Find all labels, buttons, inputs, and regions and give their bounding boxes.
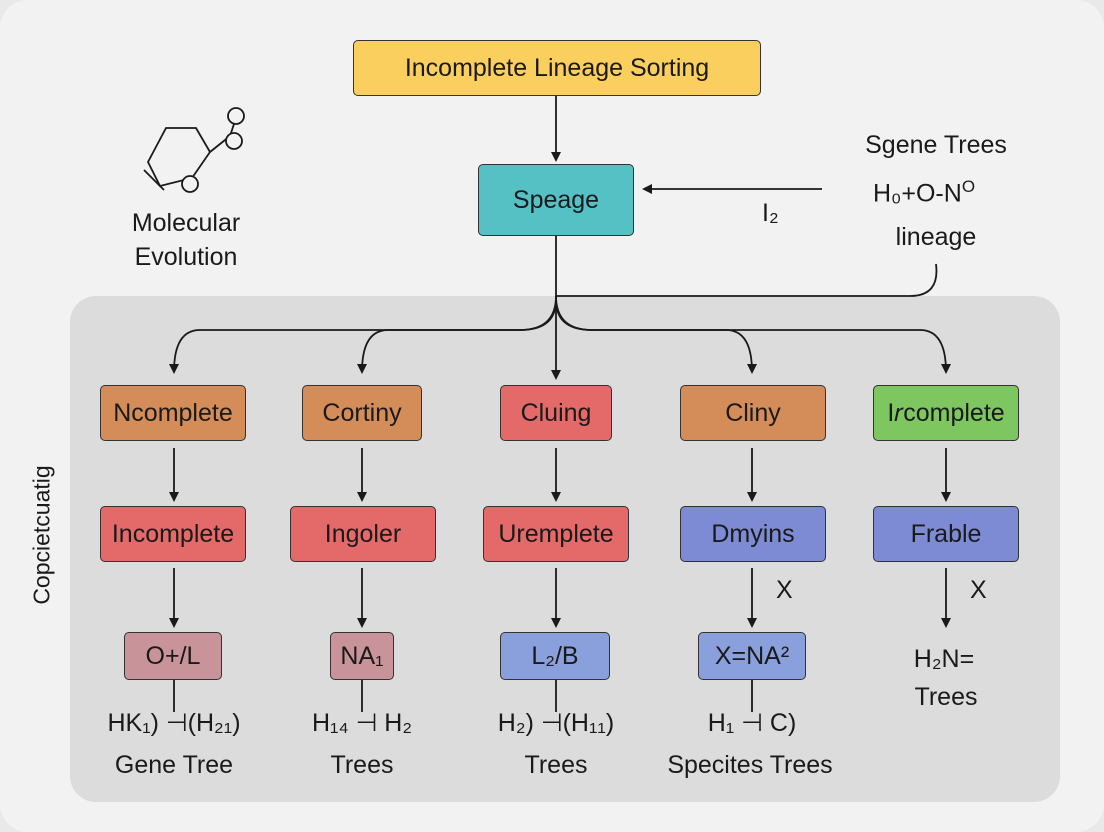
- col4-bottom-node: X=NA²: [698, 632, 806, 680]
- col2-sub1: H₁₄ ⊣ H₂: [311, 709, 413, 737]
- col3-bottom-node: L₂/B: [500, 632, 610, 680]
- col1-bottom-node: O+/L: [124, 632, 222, 680]
- col2-bottom-node: NA₁: [330, 632, 394, 680]
- right-label-superscript: O: [961, 177, 976, 196]
- col4-sub2: Specites Trees: [667, 751, 833, 779]
- col4-x-mark: X: [776, 576, 793, 604]
- col4-mid-node: Dmyins: [680, 506, 826, 562]
- right-label-line1: Sgene Trees: [865, 131, 1007, 159]
- panel-label: Copcietcuatig: [28, 465, 55, 605]
- right-label-line2: H₀+O-NO: [873, 176, 975, 210]
- title-node: Incomplete Lineage Sorting: [353, 40, 761, 96]
- col1-top-node: Ncomplete: [100, 385, 246, 441]
- col1-mid-node: Incomplete: [100, 506, 246, 562]
- col5-bottom-text1: H₂N=: [913, 645, 975, 673]
- col5-x-mark: X: [970, 576, 987, 604]
- col2-sub2: Trees: [330, 751, 394, 779]
- col2-mid-node: Ingoler: [290, 506, 436, 562]
- col2-top-node: Cortiny: [302, 385, 422, 441]
- col3-sub2: Trees: [524, 751, 588, 779]
- col5-top-node: I𝑟complete: [873, 385, 1019, 441]
- col1-sub1: HK₁) ⊣(H₂₁): [107, 709, 241, 737]
- speage-node: Speage: [478, 164, 634, 236]
- col3-sub1: H₂) ⊣(H₁₁): [497, 709, 615, 737]
- right-label-line3: lineage: [895, 223, 977, 251]
- col1-sub2: Gene Tree: [114, 751, 234, 779]
- molecule-icon: [143, 107, 245, 193]
- col5-bottom-text2: Trees: [914, 683, 978, 711]
- col3-mid-node: Uremplete: [483, 506, 629, 562]
- col4-sub1: H₁ ⊣ C): [707, 709, 797, 737]
- left-label-line1: Molecular: [131, 209, 241, 237]
- col3-top-node: Cluing: [500, 385, 612, 441]
- col4-top-node: Cliny: [680, 385, 826, 441]
- left-label-line2: Evolution: [134, 243, 238, 271]
- arrow-label: I₂: [762, 199, 779, 227]
- col5-mid-node: Frable: [873, 506, 1019, 562]
- right-label-formula: H₀+O-N: [872, 179, 962, 208]
